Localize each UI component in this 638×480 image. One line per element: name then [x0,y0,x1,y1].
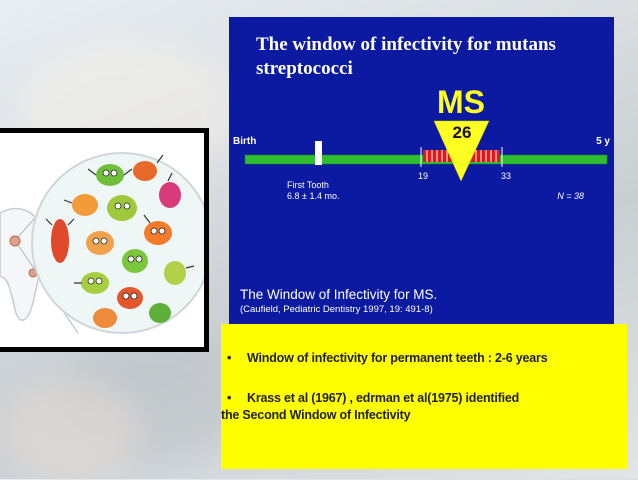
background-shadow-2 [0,380,140,480]
bacteria-icon [45,154,195,328]
first-tooth-age: 6.8 ± 1.4 mo. [287,191,339,201]
notes-box: • Window of infectivity for permanent tee… [221,324,627,469]
ms-peak-triangle [433,120,490,182]
ms-peak-value: 26 [453,123,472,142]
slide-caption: The Window of Infectivity for MS. [240,287,438,302]
note-text-2-continued: the Second Window of Infectivity [221,408,411,422]
timeline-end-label: 5 y [596,136,610,147]
bullet-icon: • [227,351,232,365]
bacteria-illustration [0,128,209,352]
window-end-tick: 33 [501,171,511,181]
tooth-bacteria-image [0,133,204,347]
note-bullet-1: • Window of infectivity for permanent tee… [227,350,548,366]
first-tooth-label: First Tooth [287,180,329,190]
slide-citation: (Caufield, Pediatric Dentistry 1997, 19:… [240,304,433,315]
window-start-tick: 19 [418,171,428,181]
note-text-1: Window of infectivity for permanent teet… [247,351,548,365]
window-of-infectivity-slide: The window of infectivity for mutans str… [229,17,614,330]
slide-title: The window of infectivity for mutans str… [256,34,556,79]
note-bullet-2: • Krass et al (1967) , edrman et al(1975)… [227,390,519,406]
first-tooth-marker [315,141,322,165]
note-text-2: Krass et al (1967) , edrman et al(1975) … [247,391,520,405]
sample-size: N = 38 [557,191,584,201]
infectivity-timeline: Birth 5 y MS 26 19 33 First Tooth 6.8 ± … [233,84,610,201]
timeline-start-label: Birth [233,136,256,147]
bullet-icon: • [227,391,232,405]
ms-label: MS [437,84,485,120]
